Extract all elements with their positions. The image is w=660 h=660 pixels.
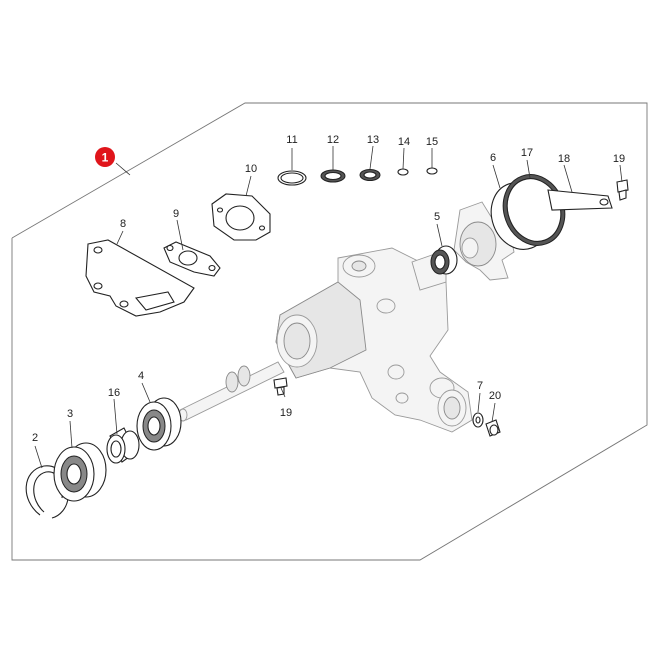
part-11-o-ring (277, 170, 307, 186)
callout-14: 14 (398, 136, 410, 148)
part-5-seal (430, 245, 458, 275)
part-3-bearing (53, 442, 107, 502)
callout-9: 9 (173, 208, 179, 220)
callout-13: 13 (367, 134, 379, 146)
assembly-frame (11, 102, 648, 561)
part-19-bolt-bottom (273, 377, 288, 396)
callout-10: 10 (245, 163, 257, 175)
assembly-badge-label: 1 (102, 151, 109, 165)
callout-17: 17 (521, 147, 533, 159)
part-19-bolt-top (616, 179, 629, 201)
part-16-sleeve (106, 427, 140, 464)
callout-19-bottom: 19 (280, 407, 292, 419)
callout-18: 18 (558, 153, 570, 165)
part-8-gasket (85, 239, 195, 317)
part-4-bearing (136, 397, 182, 451)
part-13-o-ring (359, 169, 381, 181)
callout-16: 16 (108, 387, 120, 399)
callout-7: 7 (477, 380, 483, 392)
callout-6: 6 (490, 152, 496, 164)
callout-3: 3 (67, 408, 73, 420)
leader-lines (34, 145, 623, 469)
part-12-o-ring (320, 169, 346, 183)
callout-4: 4 (138, 370, 144, 382)
callout-11: 11 (286, 134, 297, 146)
part-7-washer (472, 412, 484, 428)
part-9-gasket (163, 241, 221, 277)
callout-20: 20 (489, 390, 501, 402)
callout-8: 8 (120, 218, 126, 230)
callout-19-top: 19 (613, 153, 625, 165)
assembly-badge-circle (95, 147, 115, 167)
pump-housing (275, 247, 473, 433)
callout-5: 5 (434, 211, 440, 223)
callout-15: 15 (426, 136, 438, 148)
pump-shaft (178, 361, 285, 422)
assembly-badge: 1 (95, 147, 115, 167)
part-20-plug (485, 419, 501, 437)
part-15-o-ring (426, 167, 438, 175)
callout-12: 12 (327, 134, 339, 146)
callout-2: 2 (32, 432, 38, 444)
callout-labels: 2 3 4 5 6 7 8 9 10 11 12 13 14 15 16 17 … (32, 134, 625, 444)
part-10-gasket (211, 193, 271, 241)
part-18-lever (547, 189, 613, 211)
part-14-o-ring (397, 168, 409, 176)
